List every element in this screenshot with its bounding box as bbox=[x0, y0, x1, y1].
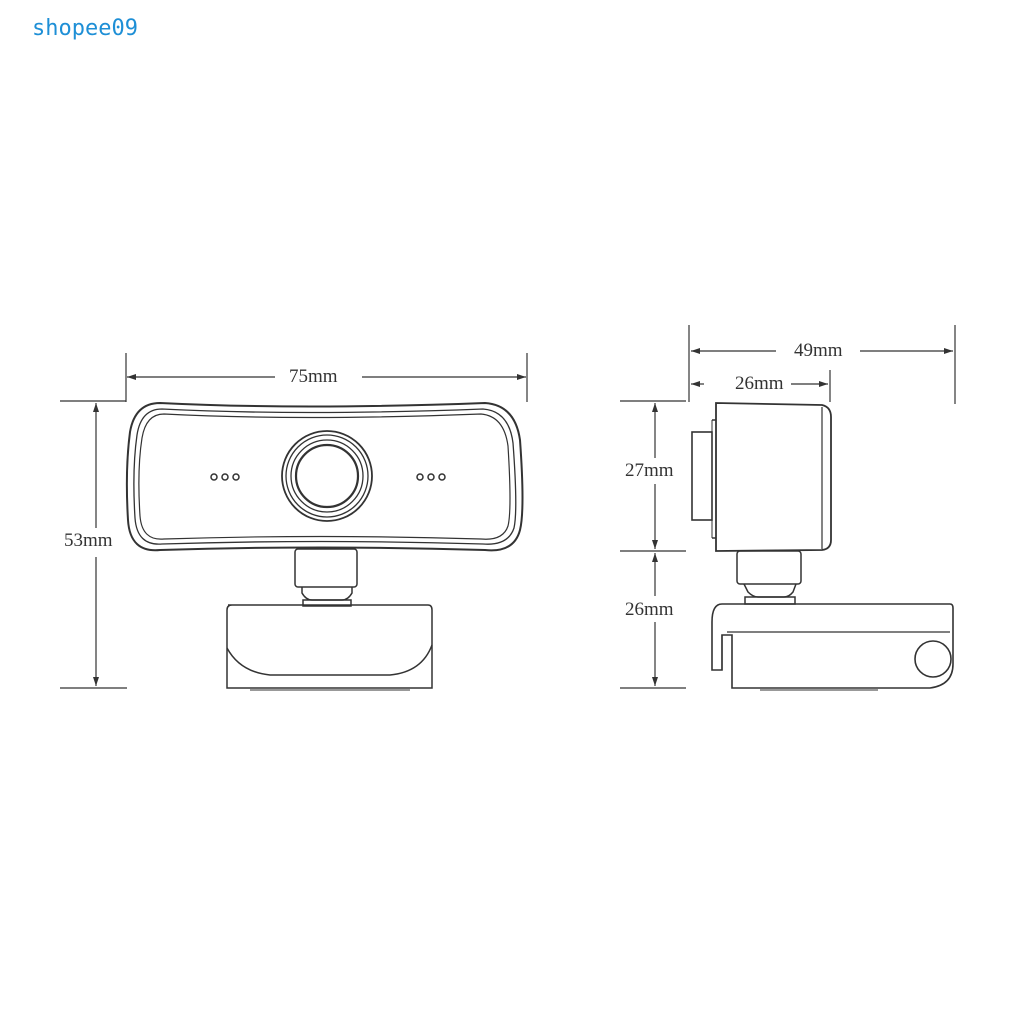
watermark: shopee09 bbox=[32, 16, 138, 41]
front-view bbox=[60, 353, 528, 691]
front-width-label: 75mm bbox=[287, 366, 340, 387]
side-camera-depth-label: 26mm bbox=[733, 373, 786, 394]
front-height-label: 53mm bbox=[62, 530, 115, 551]
side-camera-height-label: 27mm bbox=[623, 460, 676, 481]
side-base-height-label: 26mm bbox=[623, 599, 676, 620]
mic-dots-left bbox=[210, 473, 240, 481]
side-total-depth-label: 49mm bbox=[792, 340, 845, 361]
side-view bbox=[620, 325, 956, 691]
mic-dots-right bbox=[416, 473, 446, 481]
